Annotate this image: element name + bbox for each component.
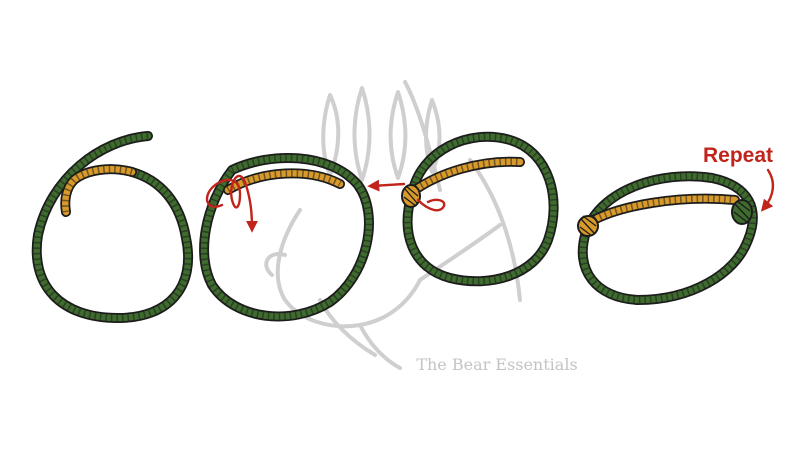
step-3-pull-arrow-icon — [367, 179, 406, 192]
step-2 — [199, 153, 374, 322]
bear-watermark-icon — [264, 80, 522, 370]
repeat-label: Repeat — [703, 144, 773, 167]
step-4-left-knot-icon — [577, 215, 599, 237]
step-1 — [31, 131, 194, 324]
step-4-right-knot-icon — [731, 199, 753, 225]
step-2-wrap-arrow-icon — [205, 175, 258, 233]
watermark-text: The Bear Essentials — [416, 355, 577, 374]
step-3-knot-icon — [401, 184, 421, 208]
repeat-arrow-icon — [760, 168, 775, 212]
step-1-green-strand — [31, 131, 194, 324]
step-4: Repeat — [577, 144, 775, 306]
step-3-wrap-arrow-icon — [416, 198, 446, 212]
step-3 — [367, 131, 559, 287]
